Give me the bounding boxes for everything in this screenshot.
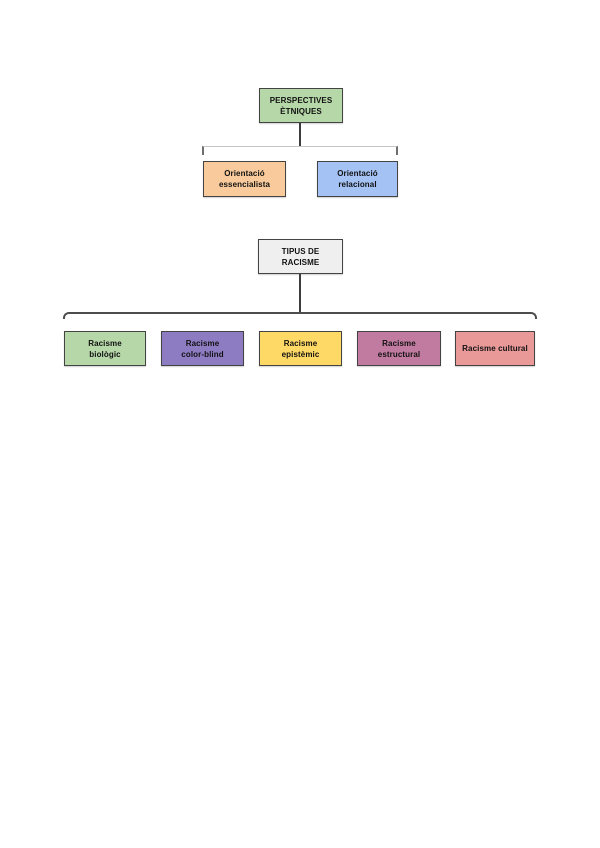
- connector-perspectives-stub: [299, 123, 301, 147]
- node-orientacio-relacional: Orientació relacional: [317, 161, 398, 197]
- node-racisme-cultural-label: Racisme cultural: [462, 344, 528, 353]
- node-perspectives-etniques-label: PERSPECTIVES ÈTNIQUES: [269, 95, 333, 116]
- node-perspectives-etniques: PERSPECTIVES ÈTNIQUES: [259, 88, 343, 123]
- node-tipus-de-racisme-label: TIPUS DE RACISME: [281, 246, 320, 267]
- node-racisme-color-blind: Racisme color-blind: [161, 331, 244, 366]
- connector-racisme-stub: [299, 274, 301, 312]
- node-racisme-cultural: Racisme cultural: [455, 331, 535, 366]
- node-racisme-epistemic: Racisme epistèmic: [259, 331, 342, 366]
- node-tipus-de-racisme: TIPUS DE RACISME: [258, 239, 343, 274]
- node-orientacio-essencialista: Orientació essencialista: [203, 161, 286, 197]
- connector-racisme-bracket: [63, 312, 537, 319]
- node-racisme-estructural: Racisme estructural: [357, 331, 441, 366]
- node-orientacio-relacional-label: Orientació relacional: [337, 169, 378, 189]
- node-racisme-epistemic-label: Racisme epistèmic: [281, 338, 320, 359]
- connector-perspectives-bracket: [202, 146, 398, 155]
- node-racisme-estructural-label: Racisme estructural: [377, 338, 421, 359]
- node-orientacio-essencialista-label: Orientació essencialista: [218, 169, 271, 189]
- node-racisme-color-blind-label: Racisme color-blind: [181, 338, 224, 359]
- node-racisme-biologic: Racisme biològic: [64, 331, 146, 366]
- node-racisme-biologic-label: Racisme biològic: [88, 338, 122, 359]
